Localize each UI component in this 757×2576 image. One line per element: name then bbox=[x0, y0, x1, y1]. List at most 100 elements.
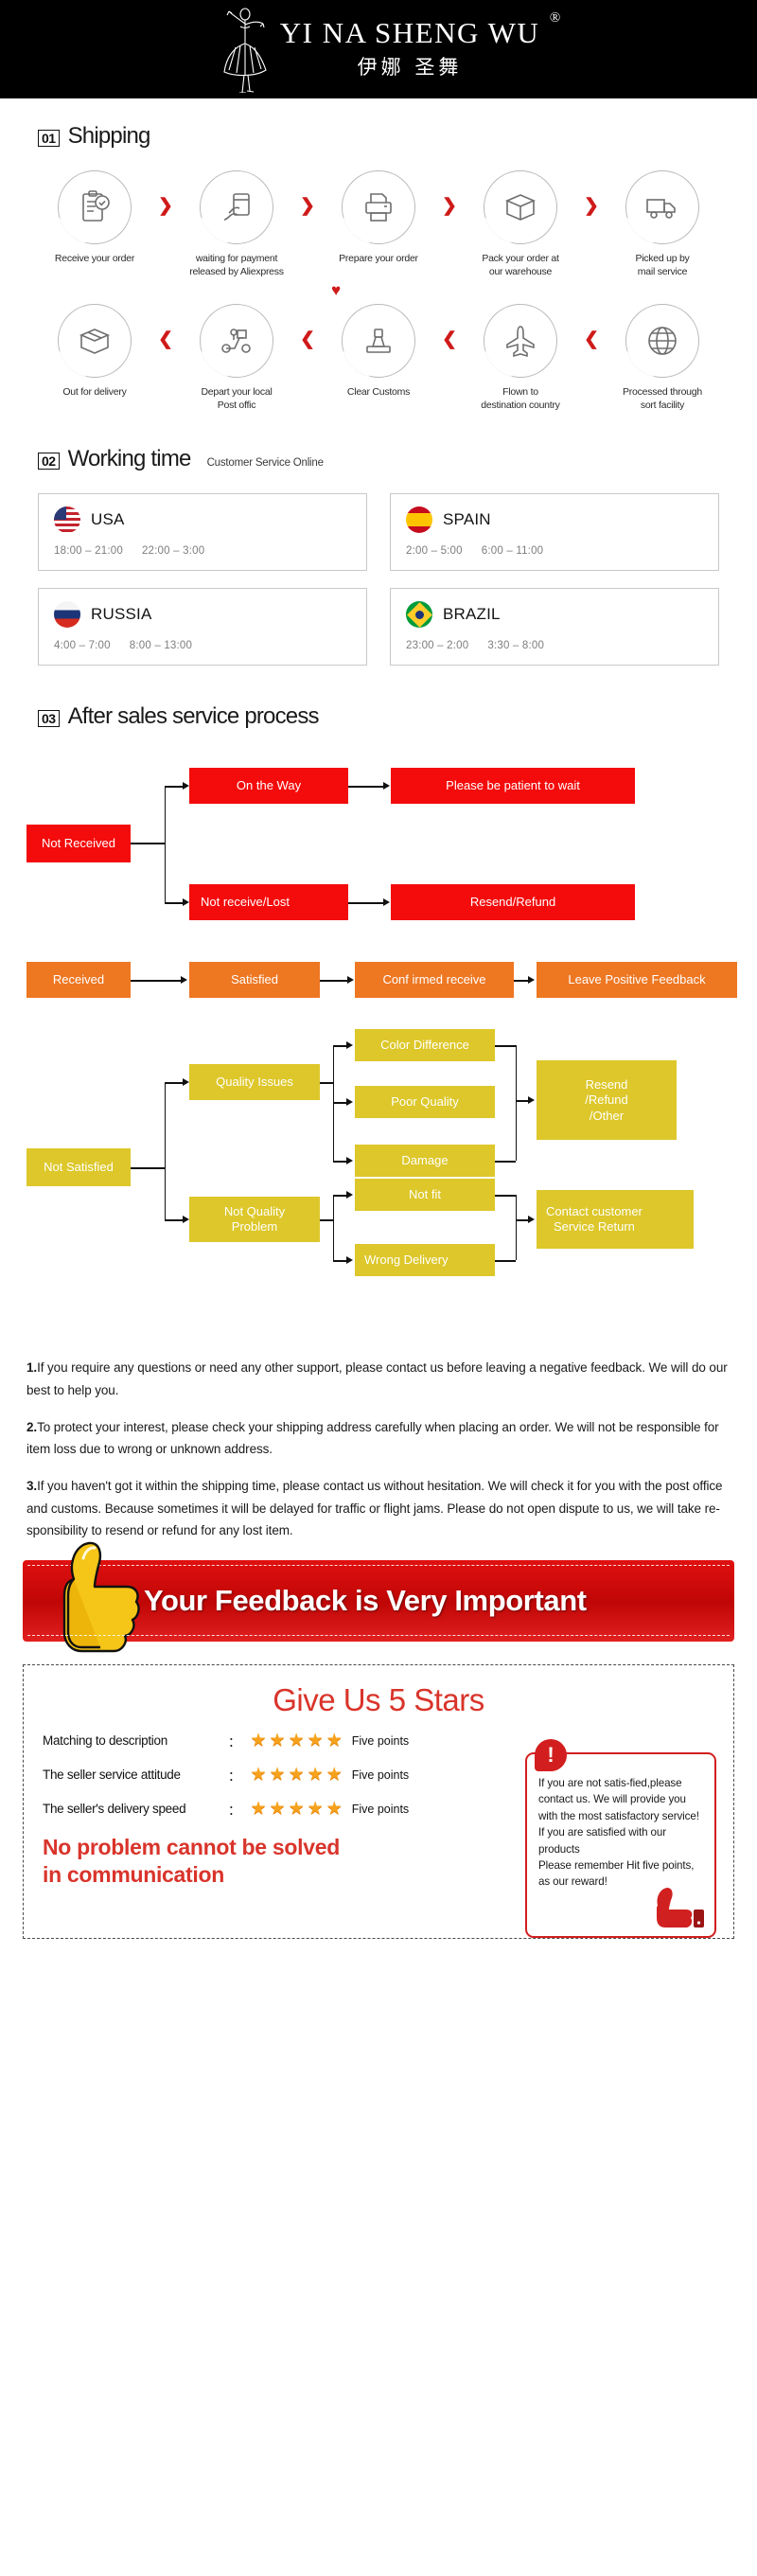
hand-card-icon bbox=[223, 193, 250, 221]
flow-node-damage: Damage bbox=[355, 1145, 495, 1178]
note-item: 2.To protect your interest, please check… bbox=[26, 1416, 731, 1460]
flow-node-satisfied: Satisfied bbox=[189, 962, 320, 999]
shipping-step: Flown to destination country bbox=[460, 303, 581, 413]
scooter-delivery-icon bbox=[221, 328, 251, 353]
flow-line bbox=[320, 1219, 333, 1221]
flow-node-color-difference: Color Difference bbox=[355, 1029, 495, 1062]
note-item: 1.If you require any questions or need a… bbox=[26, 1357, 731, 1400]
chevron-right-icon: ❯ bbox=[584, 196, 599, 216]
flag-spain-icon bbox=[406, 506, 432, 534]
flow-arrow-icon bbox=[346, 1040, 353, 1049]
package-open-icon bbox=[79, 328, 111, 354]
time-slot: 2:00 – 5:00 bbox=[406, 545, 463, 558]
step-circle bbox=[58, 170, 132, 244]
working-time-card-usa: USA 18:00 – 21:00 22:00 – 3:00 bbox=[38, 493, 367, 572]
note-text: If you require any questions or need any… bbox=[26, 1360, 728, 1397]
flow-arrow-icon bbox=[183, 781, 189, 790]
flow-node-leave-feedback: Leave Positive Feedback bbox=[537, 962, 737, 999]
star-icon[interactable]: ★ bbox=[250, 1765, 267, 1785]
customs-stamp-icon bbox=[366, 328, 391, 353]
star-icon[interactable]: ★ bbox=[326, 1765, 343, 1785]
step-circle bbox=[484, 170, 557, 244]
flag-brazil-icon bbox=[406, 601, 432, 629]
time-slot: 22:00 – 3:00 bbox=[141, 545, 205, 558]
star-icon[interactable]: ★ bbox=[307, 1799, 324, 1820]
star-icon[interactable]: ★ bbox=[307, 1765, 324, 1785]
brand-block: YI NA SHENG WU ® 伊娜 圣舞 bbox=[280, 10, 560, 81]
step-circle bbox=[58, 303, 132, 378]
flow-line bbox=[333, 1045, 347, 1047]
flow-line bbox=[320, 980, 348, 982]
flow-node-poor-quality: Poor Quality bbox=[355, 1086, 495, 1119]
flow-line bbox=[333, 1195, 347, 1197]
working-time-card-russia: RUSSIA 4:00 – 7:00 8:00 – 13:00 bbox=[38, 588, 367, 666]
truck-icon bbox=[646, 199, 676, 219]
rating-label: Matching to description bbox=[43, 1733, 167, 1749]
time-slot: 18:00 – 21:00 bbox=[54, 545, 123, 558]
star-icon[interactable]: ★ bbox=[269, 1799, 286, 1820]
star-group[interactable]: ★ ★ ★ ★ ★ bbox=[251, 1732, 343, 1750]
star-icon[interactable]: ★ bbox=[269, 1765, 286, 1785]
flow-line bbox=[165, 786, 167, 903]
flow-arrow-icon bbox=[528, 1215, 535, 1223]
registered-mark-icon: ® bbox=[549, 9, 561, 26]
after-sales-heading: 03 After sales service process bbox=[0, 703, 757, 730]
star-icon[interactable]: ★ bbox=[326, 1799, 343, 1820]
star-rating-rows: Matching to description ： ★ ★ ★ ★ ★ Five… bbox=[43, 1732, 497, 1819]
star-icon[interactable]: ★ bbox=[250, 1799, 267, 1820]
flow-line bbox=[333, 1260, 347, 1262]
flow-line bbox=[516, 1219, 529, 1221]
flow-node-not-satisfied: Not Satisfied bbox=[26, 1148, 131, 1187]
colon-separator: ： bbox=[228, 1803, 241, 1818]
flow-node-quality-issues: Quality Issues bbox=[189, 1064, 320, 1101]
site-header: YI NA SHENG WU ® 伊娜 圣舞 bbox=[0, 0, 757, 98]
flow-line bbox=[514, 980, 529, 982]
flow-line bbox=[333, 1161, 347, 1163]
step-label: Clear Customs bbox=[346, 385, 411, 398]
flow-line bbox=[165, 1219, 184, 1221]
flow-line bbox=[320, 1082, 333, 1084]
shipping-row-1: Receive your order ❯ waiting for payment… bbox=[0, 170, 757, 279]
star-icon[interactable]: ★ bbox=[288, 1799, 305, 1820]
flow-line bbox=[495, 1195, 516, 1197]
flow-line bbox=[516, 1100, 529, 1102]
star-group[interactable]: ★ ★ ★ ★ ★ bbox=[251, 1800, 343, 1818]
flow-node-resend-refund-other: Resend /Refund /Other bbox=[537, 1060, 677, 1141]
star-icon[interactable]: ★ bbox=[288, 1731, 305, 1751]
section-subtitle: Customer Service Online bbox=[206, 457, 324, 470]
star-group[interactable]: ★ ★ ★ ★ ★ bbox=[251, 1766, 343, 1784]
flow-node-resend-refund: Resend/Refund bbox=[391, 884, 635, 921]
flow-arrow-icon bbox=[346, 1156, 353, 1164]
flow-line bbox=[333, 1195, 335, 1261]
airplane-icon bbox=[506, 325, 535, 357]
flow-line bbox=[131, 843, 165, 844]
star-icon[interactable]: ★ bbox=[269, 1731, 286, 1751]
working-time-section: 02 Working time Customer Service Online … bbox=[0, 412, 757, 666]
flow-arrow-icon bbox=[346, 1190, 353, 1199]
after-sales-section: 03 After sales service process Not Recei… bbox=[0, 666, 757, 1341]
slogan-text: No problem cannot be solved in communica… bbox=[43, 1834, 340, 1888]
star-icon[interactable]: ★ bbox=[326, 1731, 343, 1751]
colon-separator: ： bbox=[228, 1734, 241, 1750]
shipping-step: waiting for payment released by Aliexpre… bbox=[176, 170, 297, 279]
star-icon[interactable]: ★ bbox=[250, 1731, 267, 1751]
country-name: USA bbox=[91, 510, 125, 529]
colon-separator: ： bbox=[228, 1768, 241, 1784]
working-time-grid: USA 18:00 – 21:00 22:00 – 3:00 SPAIN 2:0… bbox=[0, 472, 757, 666]
section-title: After sales service process bbox=[67, 703, 320, 730]
flow-node-not-received: Not Received bbox=[26, 825, 131, 863]
country-name: RUSSIA bbox=[91, 605, 152, 624]
star-icon[interactable]: ★ bbox=[288, 1765, 305, 1785]
time-slot: 4:00 – 7:00 bbox=[54, 640, 111, 652]
flag-russia-icon bbox=[54, 601, 80, 629]
flow-node-contact-service-return: Contact customer Service Return bbox=[537, 1190, 694, 1250]
rating-label: The seller service attitude bbox=[43, 1768, 181, 1783]
flow-line bbox=[165, 786, 184, 788]
star-rating-row: Matching to description ： ★ ★ ★ ★ ★ Five… bbox=[43, 1732, 497, 1750]
chevron-left-icon: ❯ bbox=[584, 329, 599, 349]
step-label: Depart your local Post offic bbox=[201, 385, 273, 411]
flow-arrow-icon bbox=[528, 1095, 535, 1104]
step-circle bbox=[200, 170, 273, 244]
flow-arrow-icon bbox=[346, 1255, 353, 1264]
star-icon[interactable]: ★ bbox=[307, 1731, 324, 1751]
